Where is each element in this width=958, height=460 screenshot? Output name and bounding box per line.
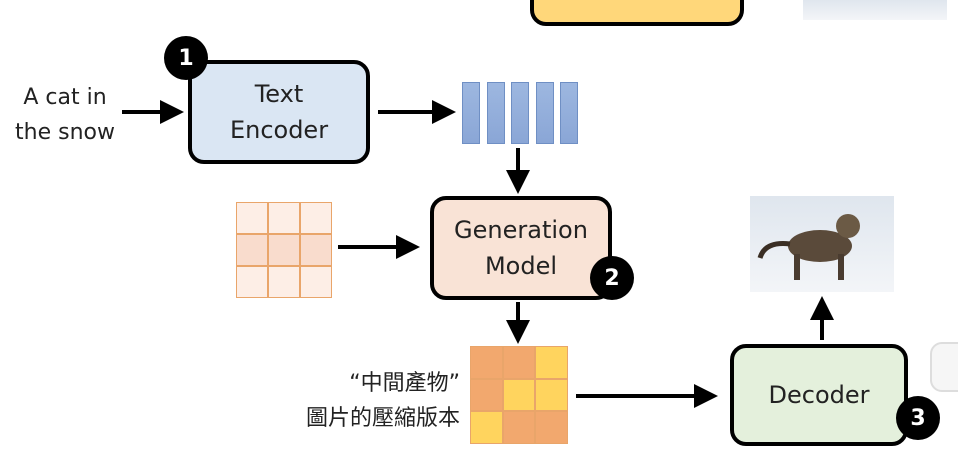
decoder-box: Decoder xyxy=(730,344,908,446)
grid-cell xyxy=(502,378,536,412)
grid-cell xyxy=(535,378,568,412)
grid-cell xyxy=(268,266,300,298)
grid-cell xyxy=(470,411,503,444)
embedding-bar xyxy=(511,82,529,144)
grid-cell xyxy=(268,234,300,266)
embedding-bar xyxy=(560,82,578,144)
grid-cell xyxy=(535,411,568,444)
step-badge-1: 1 xyxy=(164,36,208,80)
grid-cell xyxy=(236,266,268,298)
grid-cell xyxy=(236,202,268,234)
embedding-bar xyxy=(486,82,505,144)
cat-icon xyxy=(757,214,860,280)
embedding-bar xyxy=(462,82,480,144)
grid-cell xyxy=(502,411,536,444)
side-scroll-handle[interactable] xyxy=(930,342,958,392)
grid-cell xyxy=(502,346,536,379)
step-badge-2: 2 xyxy=(590,256,634,300)
step-badge-3: 3 xyxy=(896,396,940,440)
grid-cell xyxy=(300,234,332,266)
grid-cell xyxy=(300,202,332,234)
grid-cell xyxy=(470,346,503,379)
latent-grid xyxy=(470,346,568,444)
grid-cell xyxy=(470,378,503,412)
input-text: A cat in the snow xyxy=(15,85,115,145)
grid-cell xyxy=(268,202,300,234)
cat-output-image xyxy=(750,196,894,292)
grid-cell xyxy=(236,234,268,266)
intermediate-label: “中間產物” 圖片的壓縮版本 xyxy=(305,371,460,431)
grid-cell xyxy=(300,266,332,298)
grid-cell xyxy=(535,346,568,379)
embedding-bar xyxy=(535,82,554,144)
cat-image-partial xyxy=(803,0,947,20)
generator-box-partial xyxy=(530,0,744,26)
noise-grid xyxy=(236,202,332,298)
